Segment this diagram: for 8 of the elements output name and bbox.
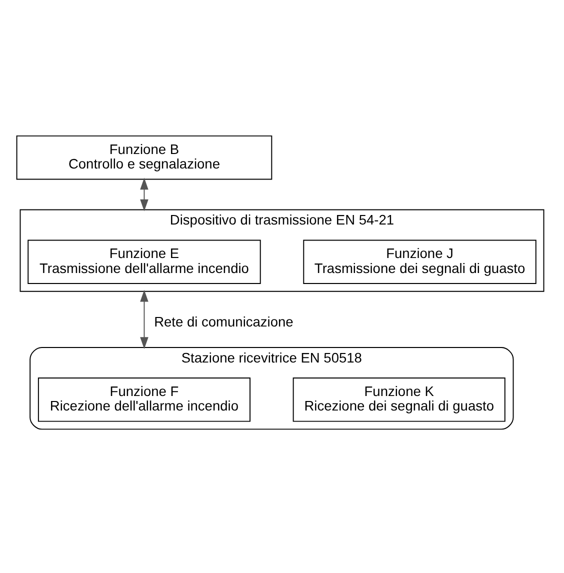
arrow: [140, 178, 148, 212]
node-box: Funzione K Ricezione dei segnali di guasto: [292, 378, 506, 422]
edge-label: Rete di comunicazione: [154, 314, 294, 330]
arrow: [140, 290, 148, 349]
node-box: Funzione B Controllo e segnalazione: [16, 135, 272, 180]
node-box: Funzione E Trasmissione dell'allarme incendio: [28, 240, 261, 284]
node-box: Funzione F Ricezione dell'allarme incendio: [38, 378, 251, 422]
node-box: Funzione J Trasmissione dei segnali di guasto: [303, 240, 536, 284]
